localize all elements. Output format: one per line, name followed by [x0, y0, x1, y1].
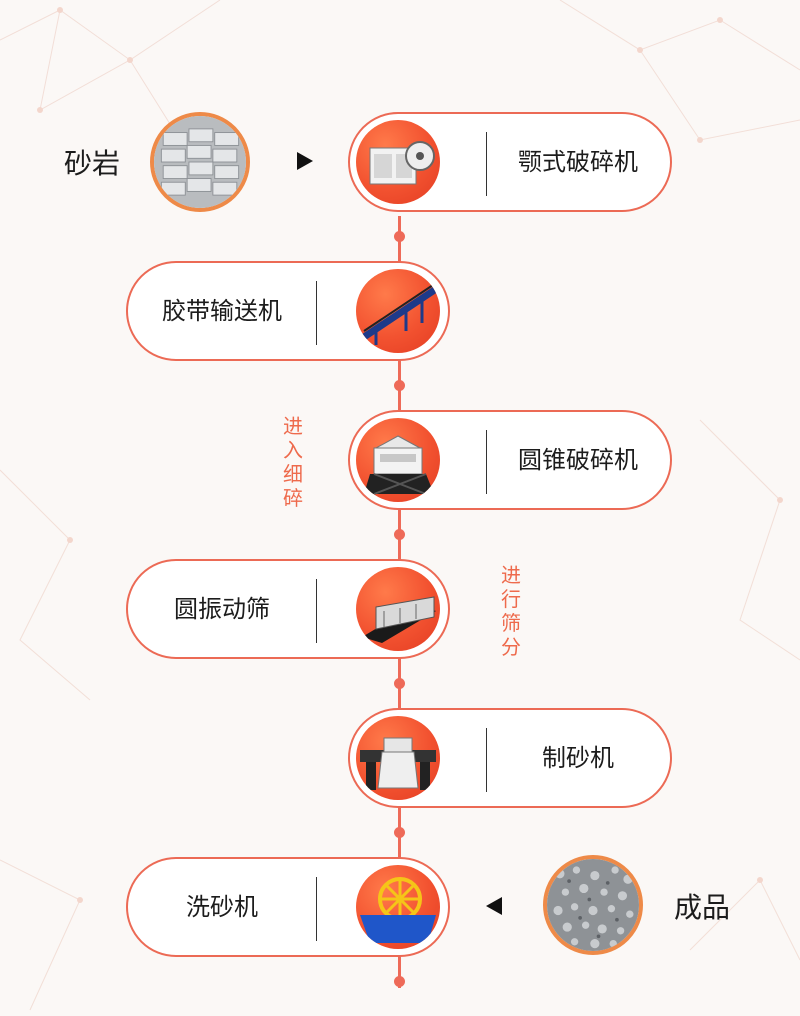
card-divider	[486, 430, 487, 494]
card-divider	[316, 877, 317, 941]
cone-crusher-icon	[356, 418, 440, 502]
raw-material-label: 砂岩	[64, 147, 121, 180]
process-step-jaw-crusher: 颚式破碎机	[348, 112, 672, 212]
fine-crushing-annotation: 进入细碎	[283, 414, 303, 510]
arrow-left-icon	[486, 897, 502, 915]
card-divider	[486, 132, 487, 196]
jaw-crusher-icon	[356, 120, 440, 204]
card-divider	[316, 579, 317, 643]
flow-dot	[394, 231, 405, 242]
card-divider	[486, 728, 487, 792]
step-label: 圆振动筛	[174, 595, 270, 623]
final-product-label: 成品	[674, 891, 731, 924]
flow-dot	[394, 529, 405, 540]
step-label: 颚式破碎机	[518, 148, 638, 176]
vibrating-screen-icon	[356, 567, 440, 651]
belt-conveyor-icon	[356, 269, 440, 353]
gravel-photo	[543, 855, 643, 955]
process-step-belt-conveyor: 胶带输送机	[126, 261, 450, 361]
sand-maker-icon	[356, 716, 440, 800]
step-label: 制砂机	[542, 744, 614, 772]
step-label: 圆锥破碎机	[518, 446, 638, 474]
flow-dot	[394, 380, 405, 391]
arrow-right-icon	[297, 152, 313, 170]
process-step-sand-washer: 洗砂机	[126, 857, 450, 957]
flow-dot	[394, 827, 405, 838]
step-label: 洗砂机	[186, 893, 258, 921]
card-divider	[316, 281, 317, 345]
sand-washer-icon	[356, 865, 440, 949]
process-step-vibrating-screen: 圆振动筛	[126, 559, 450, 659]
process-step-sand-maker: 制砂机	[348, 708, 672, 808]
process-step-cone-crusher: 圆锥破碎机	[348, 410, 672, 510]
sandstone-photo	[150, 112, 250, 212]
screening-annotation: 进行筛分	[501, 563, 521, 659]
flow-dot	[394, 678, 405, 689]
flow-dot	[394, 976, 405, 987]
step-label: 胶带输送机	[162, 297, 282, 325]
